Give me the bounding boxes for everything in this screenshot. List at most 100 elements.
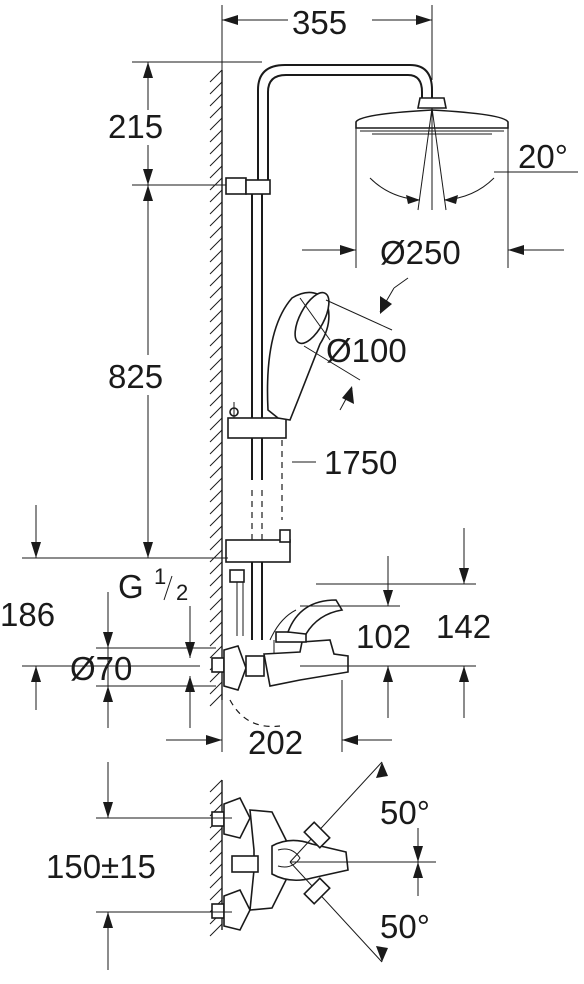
dimension-spout-projection-202: 202	[166, 680, 392, 761]
reference-line-bar-bottom	[22, 505, 228, 559]
wall-hatch-line	[209, 81, 223, 95]
wall-hatch-line	[209, 573, 223, 587]
wall-hatch-line	[209, 779, 223, 793]
wall-hatch-line	[209, 285, 223, 299]
wall-hatch-line	[209, 393, 223, 407]
wall-hatch-line	[209, 309, 223, 323]
wall-hatch-line	[209, 633, 223, 647]
wall-hatch-line	[209, 369, 223, 383]
wall-hatch-line	[209, 441, 223, 455]
wall-hatch-line	[209, 597, 223, 611]
connection-thread-label: G 1 2	[118, 564, 195, 728]
head-tilt-value: 20°	[518, 138, 568, 175]
hand-shower	[266, 291, 331, 421]
dimension-outlet-height-186: 186	[0, 596, 200, 710]
wall-hatch-line	[209, 875, 223, 889]
wall-hatch-line	[209, 453, 223, 467]
head-tilt-indicator: 20°	[369, 107, 578, 211]
thread-numerator-value: 1	[154, 564, 166, 589]
wall-hatch-line	[209, 237, 223, 251]
wall-hatch-line	[209, 791, 223, 805]
dimension-head-diameter: Ø250	[302, 128, 564, 271]
lever-angle-bottom-value: 50°	[380, 908, 430, 945]
wall-hatch-line	[209, 249, 223, 263]
wall-hatch-line	[209, 333, 223, 347]
wall-hatch-line	[209, 273, 223, 287]
wall-hatch-line	[209, 117, 223, 131]
dimension-escutcheon-diameter: Ø70	[70, 592, 216, 728]
wall-hatch-line	[209, 165, 223, 179]
wall-hatch-line	[209, 225, 223, 239]
thread-main-value: G	[118, 568, 144, 605]
wall-hatch-line	[209, 261, 223, 275]
shower-arm	[257, 64, 433, 185]
dimension-hand-shower-diameter: Ø100	[303, 277, 409, 411]
wall-hatch-line	[209, 827, 223, 841]
wall-hatch-line	[209, 153, 223, 167]
wall-hatch-line	[209, 645, 223, 659]
wall-hatch-line	[209, 621, 223, 635]
head-diameter-value: Ø250	[380, 234, 461, 271]
wall-hatch-line	[209, 477, 223, 491]
wall-hatch-line	[209, 189, 223, 203]
riser-rail	[225, 177, 291, 640]
wall-hatch-line	[209, 429, 223, 443]
wall-hatch-line	[209, 693, 223, 707]
wall-hatch-line	[209, 549, 223, 563]
dimension-width-355: 355	[221, 4, 433, 80]
bar-length-value: 825	[108, 358, 163, 395]
dimension-lever-heights: 102 142	[300, 528, 491, 718]
spout-projection-value: 202	[248, 724, 303, 761]
wall-hatch-line	[209, 357, 223, 371]
wall-hatch-line	[209, 839, 223, 853]
wall-hatch-line	[209, 863, 223, 877]
wall-hatch-line	[209, 141, 223, 155]
wall-hatch-line	[209, 585, 223, 599]
wall-hatch-line	[209, 465, 223, 479]
wall-hatch-line	[209, 537, 223, 551]
dimension-head-drop-215: 215	[108, 61, 262, 186]
lever-angle-indicators: 50° 50°	[289, 761, 436, 963]
wall-hatch-line	[209, 297, 223, 311]
wall-hatch-line	[209, 609, 223, 623]
wall-hatch-line	[209, 405, 223, 419]
hand-shower-diameter-value: Ø100	[326, 332, 407, 369]
outlet-height-value: 186	[0, 596, 55, 633]
centres-value: 150±15	[46, 848, 156, 885]
wall-hatch-line	[209, 177, 223, 191]
dimension-rail-height-1750: 1750	[281, 440, 397, 520]
wall-hatch-line	[209, 417, 223, 431]
wall-hatch-line	[209, 201, 223, 215]
wall-lower	[209, 779, 223, 937]
wall-hatch-line	[209, 105, 223, 119]
wall-hatch-line	[209, 501, 223, 515]
lever-angle-top-value: 50°	[380, 794, 430, 831]
escutcheon-diameter-value: Ø70	[70, 650, 132, 687]
wall-hatch-line	[209, 923, 223, 937]
wall-hatch-line	[209, 561, 223, 575]
wall-hatch-line	[209, 69, 223, 83]
dimension-bar-length-825: 825	[108, 185, 163, 558]
wall-hatch-line	[209, 489, 223, 503]
thread-denominator-value: 2	[176, 580, 188, 605]
mixer-top-view	[211, 796, 349, 931]
rail-height-value: 1750	[324, 444, 397, 481]
wall-hatch-line	[209, 93, 223, 107]
lever-height-value: 142	[436, 608, 491, 645]
width-value: 355	[292, 4, 347, 41]
head-drop-value: 215	[108, 108, 163, 145]
wall-hatch-line	[209, 887, 223, 901]
wall-hatch-line	[209, 851, 223, 865]
spout-height-value: 102	[356, 618, 411, 655]
mixer-side-view	[211, 599, 349, 728]
wall-hatch-line	[209, 321, 223, 335]
wall-hatch-line	[209, 513, 223, 527]
wall-hatch-line	[209, 381, 223, 395]
wall-hatch-line	[209, 213, 223, 227]
wall-upper	[209, 69, 223, 707]
wall-hatch-line	[209, 525, 223, 539]
wall-hatch-line	[209, 345, 223, 359]
dimension-centres-150: 150±15	[46, 762, 232, 970]
wall-hatch-line	[209, 681, 223, 695]
